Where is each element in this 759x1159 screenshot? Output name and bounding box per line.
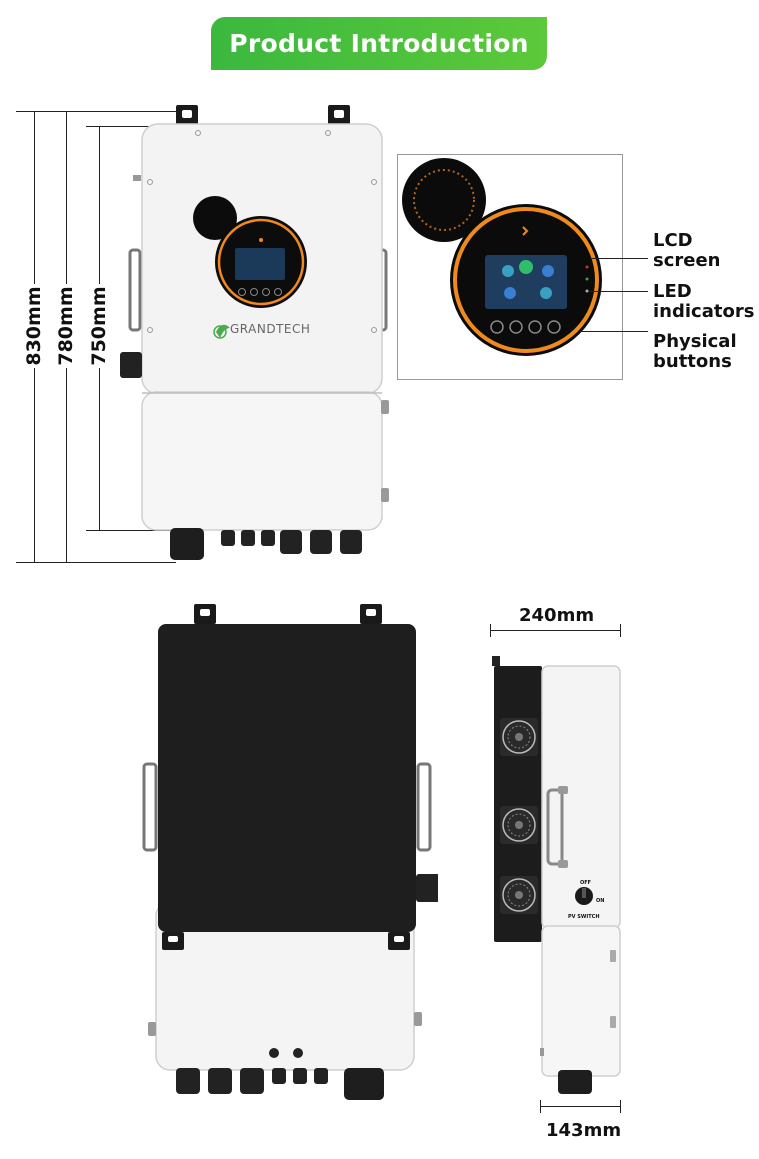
lcd-callout-line xyxy=(590,258,648,259)
pv-switch-off-label: OFF xyxy=(580,880,592,886)
dim-750-bottom-tick xyxy=(86,530,176,531)
dim-240-label: 240mm xyxy=(519,605,595,626)
dim-780-label: 780mm xyxy=(55,284,77,368)
dim-750-top-tick xyxy=(86,126,176,127)
header-banner: Product Introduction xyxy=(211,17,547,70)
dim-750-label: 750mm xyxy=(88,284,110,368)
led-callout-label: LED indicators xyxy=(653,281,755,322)
dim-143-label: 143mm xyxy=(546,1120,622,1141)
dim-240-line xyxy=(490,630,620,631)
dim-830-label: 830mm xyxy=(23,284,45,368)
dim-143-right-tick xyxy=(620,1100,621,1113)
display-zoom-box xyxy=(397,154,623,380)
dim-240-left-tick xyxy=(490,624,491,637)
grandtech-logo xyxy=(213,324,230,339)
dim-240-right-tick xyxy=(620,624,621,637)
pv-switch-label: PV SWITCH xyxy=(568,914,600,920)
dim-830-bottom-tick xyxy=(16,562,176,563)
page-title: Product Introduction xyxy=(229,29,529,58)
button-icon xyxy=(547,320,561,334)
rear-view-inverter xyxy=(142,604,438,1100)
side-view-inverter xyxy=(492,656,621,1094)
button-icon xyxy=(528,320,542,334)
button-icon xyxy=(509,320,523,334)
fan-icon xyxy=(500,806,538,844)
buttons-callout-label: Physical buttons xyxy=(653,331,737,372)
dim-830-top-tick xyxy=(16,111,176,112)
display-closeup xyxy=(402,158,602,356)
fan-icon xyxy=(500,876,538,914)
button-icon xyxy=(490,320,504,334)
front-view-inverter xyxy=(120,105,389,560)
lcd-callout-label: LCD screen xyxy=(653,230,721,271)
buttons-callout-line xyxy=(580,331,648,332)
pv-switch-on-label: ON xyxy=(596,898,605,904)
led-callout-line xyxy=(589,291,648,292)
brand-text: GRANDTECH xyxy=(230,322,311,336)
dim-143-line xyxy=(540,1106,620,1107)
dim-780-top-tick xyxy=(62,111,72,112)
fan-icon xyxy=(500,718,538,756)
